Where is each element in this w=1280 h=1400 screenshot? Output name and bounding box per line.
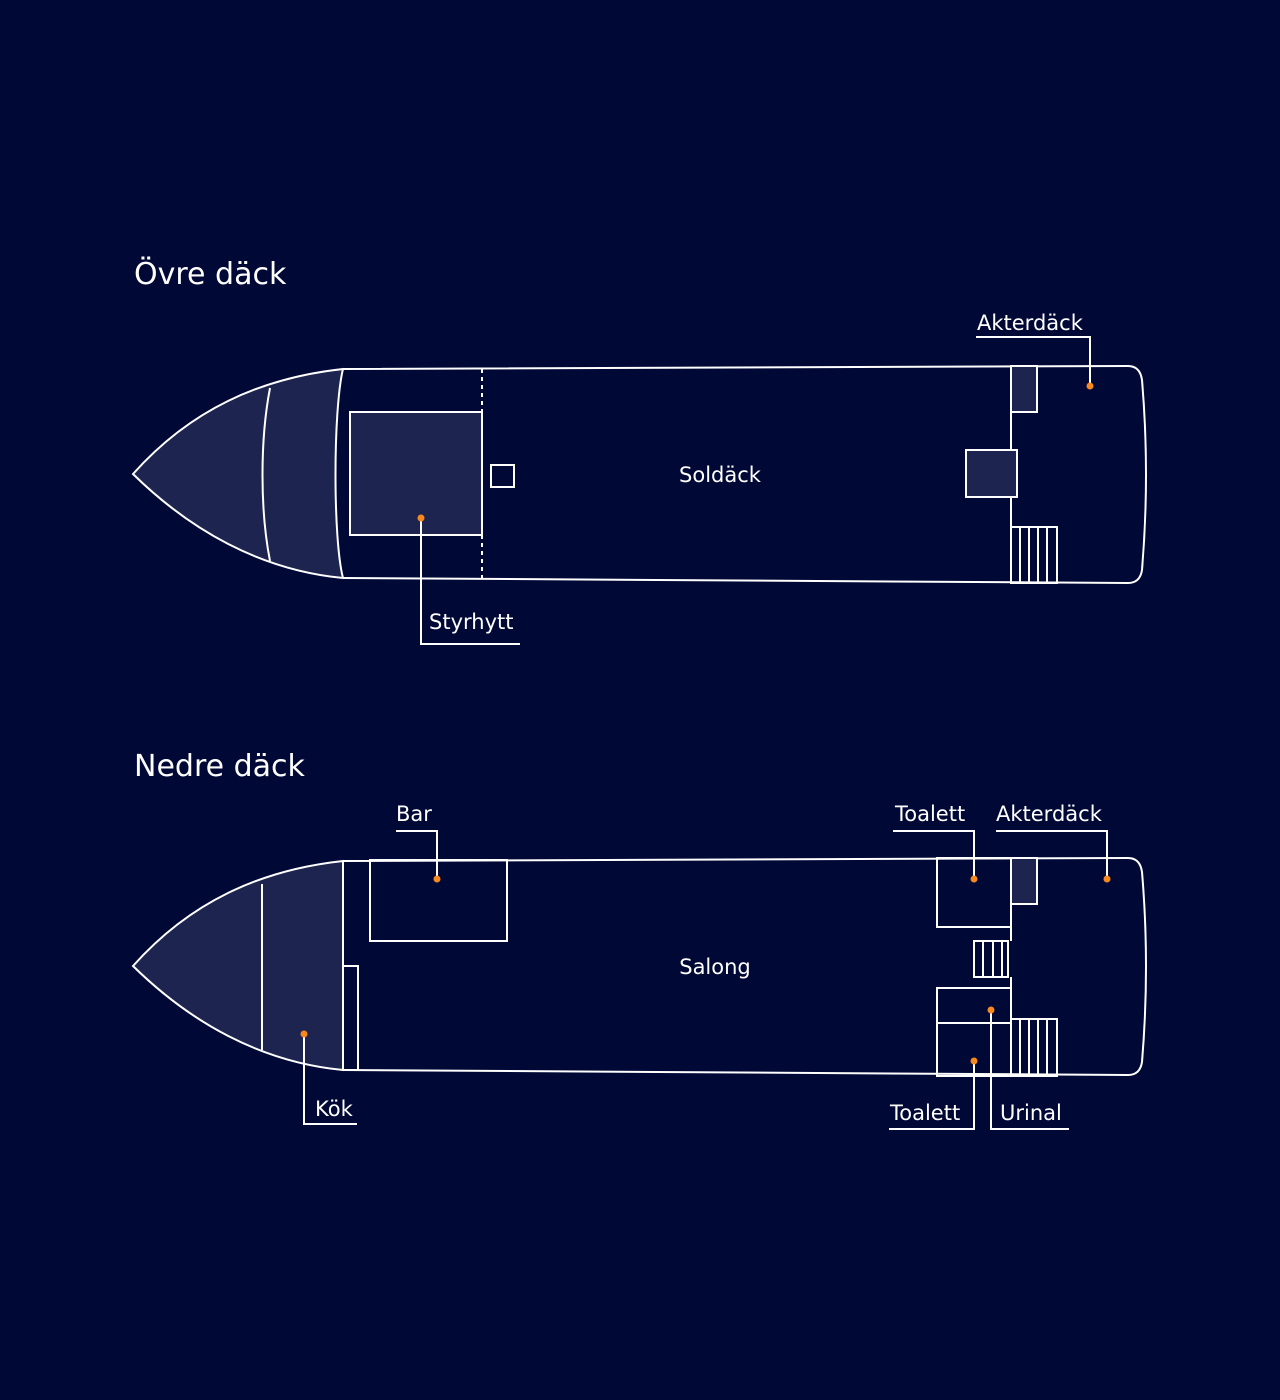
urinal-label: Urinal bbox=[1000, 1101, 1062, 1125]
lower-small-stairs bbox=[973, 940, 1009, 978]
galley-counter bbox=[342, 965, 359, 1071]
salong-label: Salong bbox=[679, 955, 751, 979]
aft-box bbox=[965, 449, 1018, 498]
styrhytt-callout: Styrhytt bbox=[417, 514, 520, 645]
soldack-label: Soldäck bbox=[679, 463, 762, 487]
bar-callout: Bar bbox=[396, 802, 441, 883]
upper-deck: Övre däck Soldäck Akterdäck Styrhytt bbox=[131, 256, 1147, 645]
marker-dot bbox=[300, 1030, 308, 1038]
akterdack-lower-label: Akterdäck bbox=[996, 802, 1103, 826]
toalett-top-label: Toalett bbox=[894, 802, 965, 826]
toalett-bottom-label: Toalett bbox=[889, 1101, 960, 1125]
toalett-bottom-callout: Toalett bbox=[889, 1057, 978, 1130]
lower-hull bbox=[342, 856, 1147, 1077]
urinal-callout: Urinal bbox=[987, 1006, 1069, 1130]
aft-structure bbox=[1010, 365, 1038, 413]
marker-dot bbox=[433, 875, 441, 883]
marker-dot bbox=[970, 1057, 978, 1065]
lower-deck-title: Nedre däck bbox=[134, 749, 306, 784]
upper-deck-title: Övre däck bbox=[134, 256, 287, 292]
lower-bow-area bbox=[131, 859, 344, 1072]
styrhytt-room bbox=[349, 411, 483, 536]
lower-deck: Nedre däck Salong Bar Toalett bbox=[131, 749, 1147, 1130]
toalett-top-callout: Toalett bbox=[893, 802, 978, 883]
bar-label: Bar bbox=[396, 802, 432, 826]
akterdack-lower-callout: Akterdäck bbox=[996, 802, 1111, 883]
upper-hull bbox=[342, 364, 1147, 585]
styrhytt-label: Styrhytt bbox=[429, 610, 513, 634]
marker-dot bbox=[417, 514, 425, 522]
marker-dot bbox=[1086, 382, 1094, 390]
bar-room bbox=[369, 859, 508, 942]
upper-stairs bbox=[1010, 526, 1058, 584]
small-hatch bbox=[490, 464, 515, 488]
upper-bow-area bbox=[131, 367, 345, 580]
aft-structure bbox=[1010, 857, 1038, 905]
marker-dot bbox=[1103, 875, 1111, 883]
kok-callout: Kök bbox=[300, 1030, 357, 1125]
lower-stairs bbox=[1010, 1018, 1058, 1077]
kok-label: Kök bbox=[315, 1097, 354, 1121]
akterdack-label: Akterdäck bbox=[977, 311, 1084, 335]
akterdack-callout: Akterdäck bbox=[976, 311, 1094, 390]
marker-dot bbox=[970, 875, 978, 883]
marker-dot bbox=[987, 1006, 995, 1014]
upper-bow-partition bbox=[261, 387, 271, 562]
